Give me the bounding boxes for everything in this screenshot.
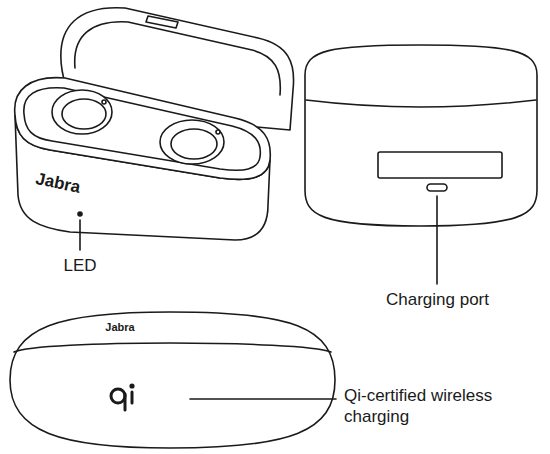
part-label: LED: [50, 255, 110, 276]
opening-inner-rim: [24, 88, 261, 170]
case-bottom-view: [10, 312, 335, 448]
charging-pin: [102, 100, 106, 104]
brand-logo: Jabra: [34, 168, 117, 205]
case-opening: [15, 78, 271, 180]
lid-notch: [146, 16, 178, 28]
part-label: Qi-certified wireless charging: [344, 385, 540, 428]
earbud-well: [52, 90, 112, 134]
lid-rim: [75, 22, 281, 95]
closed-case: [305, 45, 537, 226]
leader-line: [436, 196, 438, 284]
led-dot: [78, 212, 82, 216]
qi-logo: [111, 389, 125, 403]
usb-port: [427, 184, 447, 191]
qi-logo: [130, 384, 134, 388]
earbud-well: [171, 129, 217, 159]
lid-seam: [306, 100, 536, 107]
leader-line: [79, 220, 81, 250]
brand-logo: Jabra: [90, 321, 150, 335]
part-label: Charging port: [360, 289, 515, 310]
leader-line: [190, 398, 336, 400]
earbud-well: [160, 120, 224, 164]
charging-pin: [216, 130, 220, 134]
earbud-well: [62, 99, 106, 129]
lid-seam: [14, 343, 331, 352]
qi-logo: [124, 394, 127, 410]
hinge-plate: [378, 152, 502, 178]
qi-logo: [131, 392, 134, 403]
